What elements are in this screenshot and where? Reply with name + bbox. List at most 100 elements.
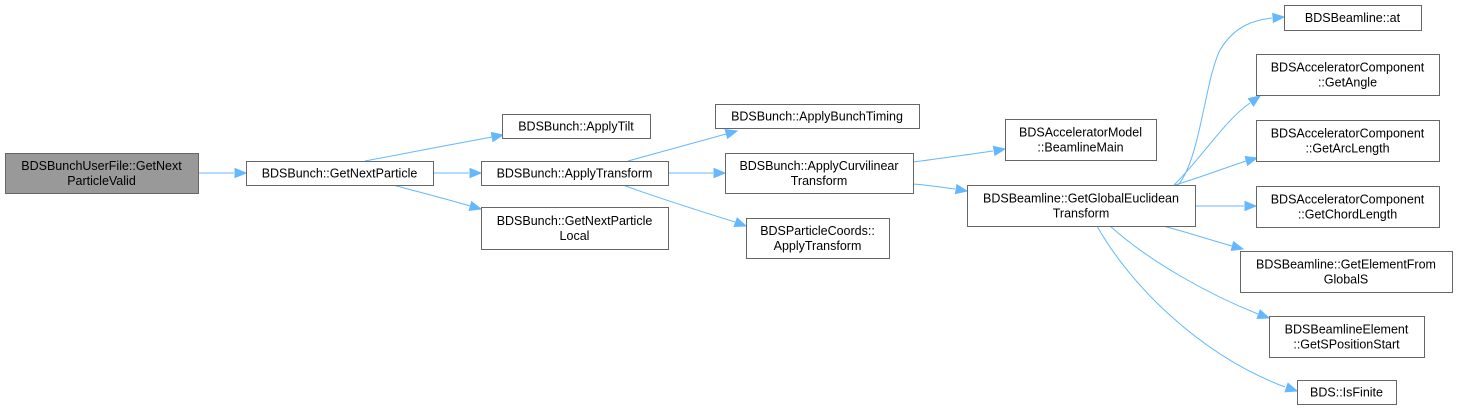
edge-n3-n5 xyxy=(627,128,739,162)
node-box xyxy=(1297,380,1397,405)
edge-n6-n9 xyxy=(912,183,969,195)
edge-line xyxy=(627,133,727,162)
node-box xyxy=(715,104,920,129)
node-label-line: BDSBunch::ApplyTilt xyxy=(518,120,634,134)
arrowhead-icon xyxy=(1284,382,1299,393)
node-label-line: ::GetSPositionStart xyxy=(1293,338,1400,352)
edge-n6-n8 xyxy=(912,145,1007,163)
node-label-line: BDSAcceleratorComponent xyxy=(1271,193,1425,207)
node-label-line: BDSBunchUserFile::GetNext xyxy=(21,159,182,173)
arrowhead-icon xyxy=(1230,240,1245,252)
arrowhead-icon xyxy=(1244,155,1259,167)
node-n16[interactable]: BDS::IsFinite xyxy=(1297,380,1397,405)
node-n3[interactable]: BDSBunch::ApplyTransform xyxy=(481,161,669,186)
node-label-line: ApplyTransform xyxy=(774,239,862,253)
edge-n9-n12 xyxy=(1174,155,1259,186)
node-n5[interactable]: BDSBunch::ApplyBunchTiming xyxy=(715,104,920,129)
edge-line xyxy=(622,184,736,223)
edge-line xyxy=(364,136,493,162)
node-box xyxy=(481,207,669,250)
node-label-line: ::BeamlineMain xyxy=(1037,141,1123,155)
node-box xyxy=(1256,54,1440,96)
edge-n1-n4 xyxy=(392,184,483,212)
edges-layer xyxy=(198,12,1299,393)
arrowhead-icon xyxy=(724,128,739,140)
node-n7[interactable]: BDSParticleCoords::ApplyTransform xyxy=(746,218,890,259)
node-label-line: BDSAcceleratorModel xyxy=(1019,126,1142,140)
arrowhead-icon xyxy=(954,183,969,195)
edge-line xyxy=(1162,225,1233,247)
edge-n0-n1 xyxy=(198,167,248,179)
edge-n9-n15 xyxy=(1109,225,1271,319)
arrowhead-icon xyxy=(234,167,248,179)
node-label-line: Transform xyxy=(1053,207,1110,221)
arrowhead-icon xyxy=(468,200,483,212)
node-n8[interactable]: BDSAcceleratorModel::BeamlineMain xyxy=(1005,119,1157,161)
arrowhead-icon xyxy=(469,167,483,179)
edge-n3-n6 xyxy=(668,167,727,179)
arrowhead-icon xyxy=(1256,309,1271,319)
edge-n1-n3 xyxy=(433,167,483,179)
node-label-line: BDS::IsFinite xyxy=(1310,386,1383,400)
node-n15[interactable]: BDSBeamlineElement::GetSPositionStart xyxy=(1269,316,1425,358)
node-label-line: BDSBunch::ApplyBunchTiming xyxy=(731,110,903,124)
edge-n1-n2 xyxy=(364,131,505,162)
node-label-line: BDSBunch::ApplyCurvilinear xyxy=(739,159,898,173)
edge-n9-n16 xyxy=(1096,225,1299,393)
node-label-line: Transform xyxy=(791,174,848,188)
node-label-line: BDSBeamlineElement xyxy=(1285,323,1409,337)
edge-line xyxy=(912,150,994,163)
node-n1[interactable]: BDSBunch::GetNextParticle xyxy=(246,161,434,186)
node-box xyxy=(1256,120,1440,162)
node-label-line: BDSParticleCoords:: xyxy=(760,224,875,238)
node-box xyxy=(725,153,914,194)
node-box xyxy=(481,161,669,186)
arrowhead-icon xyxy=(1247,95,1262,107)
node-box xyxy=(1269,316,1425,358)
node-label-line: BDSAcceleratorComponent xyxy=(1271,127,1425,141)
edge-n3-n7 xyxy=(622,184,748,227)
node-label-line: BDSBunch::GetNextParticle xyxy=(262,167,418,181)
node-label-line: BDSBunch::GetNextParticle xyxy=(497,214,653,228)
node-box xyxy=(246,161,434,186)
arrowhead-icon xyxy=(1272,12,1286,24)
edge-line xyxy=(1096,225,1286,388)
node-box xyxy=(1240,251,1453,293)
edge-line xyxy=(1177,17,1273,186)
arrowhead-icon xyxy=(733,217,748,227)
node-box xyxy=(967,185,1196,227)
edge-line xyxy=(1109,225,1259,315)
edge-n9-n10 xyxy=(1177,12,1286,186)
node-label-line: GlobalS xyxy=(1324,273,1368,287)
arrowhead-icon xyxy=(490,131,505,143)
node-label-line: BDSBeamline::GetElementFrom xyxy=(1256,258,1436,272)
edge-line xyxy=(1173,102,1251,186)
arrowhead-icon xyxy=(992,145,1007,157)
edge-line xyxy=(1174,160,1247,186)
nodes-layer: BDSBunchUserFile::GetNextParticleValidBD… xyxy=(5,5,1453,405)
node-box xyxy=(5,153,199,194)
node-label-line: BDSBeamline::GetGlobalEuclidean xyxy=(983,192,1179,206)
node-n11[interactable]: BDSAcceleratorComponent::GetAngle xyxy=(1256,54,1440,96)
node-label-line: BDSAcceleratorComponent xyxy=(1271,61,1425,75)
node-box xyxy=(1284,5,1422,31)
edge-line xyxy=(912,183,956,190)
node-n10[interactable]: BDSBeamline::at xyxy=(1284,5,1422,31)
node-box xyxy=(746,218,890,259)
edge-n9-n11 xyxy=(1173,95,1262,186)
node-n2[interactable]: BDSBunch::ApplyTilt xyxy=(502,114,651,139)
node-box xyxy=(1005,119,1157,161)
node-n12[interactable]: BDSAcceleratorComponent::GetArcLength xyxy=(1256,120,1440,162)
node-label-line: Local xyxy=(560,229,590,243)
node-n13[interactable]: BDSAcceleratorComponent::GetChordLength xyxy=(1256,186,1440,228)
node-label-line: ::GetArcLength xyxy=(1305,142,1389,156)
node-label-line: ::GetAngle xyxy=(1318,76,1377,90)
node-box xyxy=(502,114,651,139)
node-label-line: ::GetChordLength xyxy=(1298,208,1397,222)
